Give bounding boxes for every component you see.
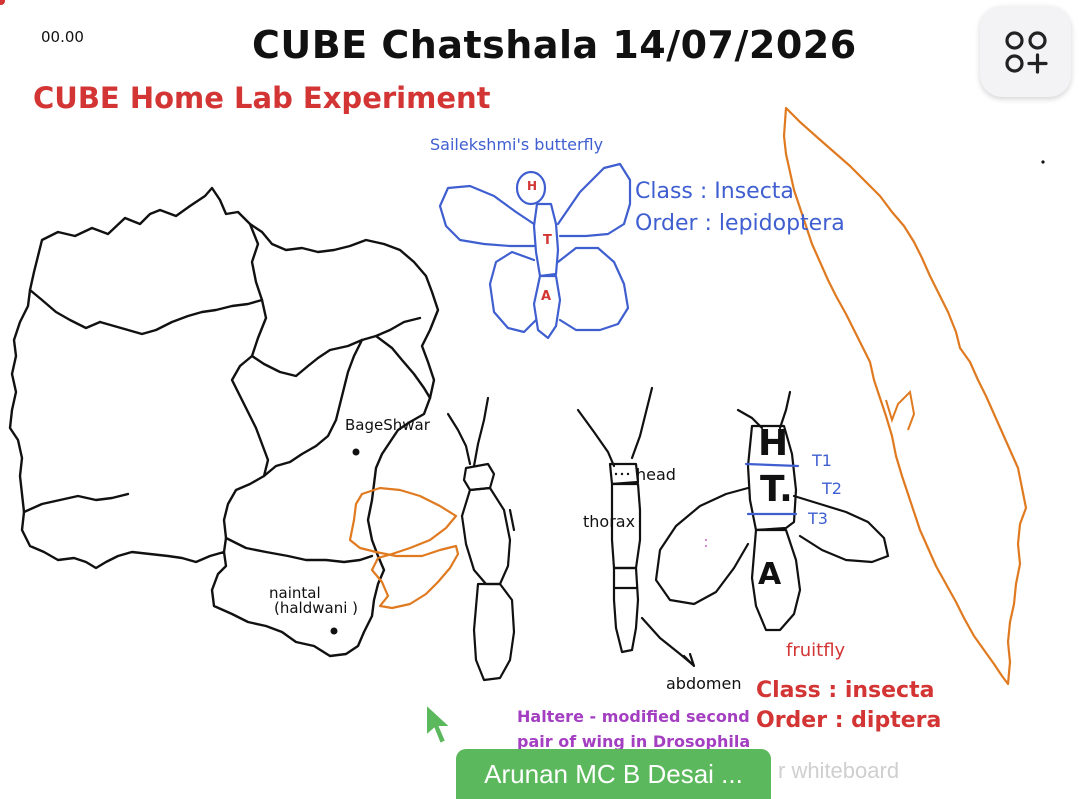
butterfly-caption: Sailekshmi's butterfly [430,135,604,154]
left-insect-abdomen [472,582,516,682]
map-inner-line-2 [98,298,264,336]
orange-map-region [348,486,460,610]
fruitfly-left-wing [654,486,750,606]
haltere-note-line1: Haltere - modified second [517,707,750,726]
center-insect-thorax [610,482,642,570]
butterfly-abdomen [532,274,562,340]
map-label-haldwani: (haldwani ) [274,599,358,617]
board-subtitle: CUBE Home Lab Experiment [33,81,491,115]
fruitfly-t2-label: T2 [822,479,842,498]
map-inner-line-6 [224,536,374,564]
pointer-cursor-icon [425,702,454,746]
butterfly-head [515,170,547,206]
map-inner-line-8 [28,288,102,330]
fruitfly-sketch [654,390,890,632]
map-label-naintal: naintal [269,584,321,602]
map-inner-line-7 [22,492,130,514]
map-inner-line-1 [248,222,422,378]
butterfly-right-upper-wing [556,162,632,238]
insect-head-label: head [636,465,676,484]
fruitfly-body [746,424,798,532]
fruitfly-class: Class : insecta [756,678,935,703]
butterfly-sketch [438,162,632,340]
butterfly-class: Class : Insecta [635,179,794,204]
map-inner-line-5 [374,334,432,400]
insect-thorax-label: thorax [583,512,636,531]
butterfly-thorax [532,202,560,278]
butterfly-abdomen-label: A [541,289,552,304]
fruitfly-thorax-letter: T. [760,469,793,510]
board-title: CUBE Chatshala 14/07/2026 [252,23,857,67]
butterfly-order: Order : lepidoptera [635,211,845,236]
butterfly-head-label: H [527,179,538,193]
insect-sketch-left [446,396,516,682]
map-dot-naintal [330,627,338,635]
center-insect-head [608,462,640,486]
fruitfly-t1-label: T1 [812,451,832,470]
fruitfly-order: Order : diptera [756,708,942,733]
map-inner-line-3 [222,354,270,554]
map-sketch [8,186,440,658]
butterfly-thorax-label: T [543,233,552,248]
fruitfly-segments [744,462,800,516]
butterfly-right-lower-wing [556,246,630,332]
red-ink-mark [0,0,5,5]
map-label-bageshwar: BageShwar [345,416,430,434]
small-dot [1041,160,1045,164]
fruitfly-label: fruitfly [786,640,846,661]
whiteboard-menu-button[interactable] [980,6,1071,97]
butterfly-left-lower-wing [488,250,538,334]
haltere-note-line2: pair of wing in Drosophila [517,732,751,751]
map-inner-line-4 [262,338,364,478]
fruitfly-t3-label: T3 [808,509,828,528]
active-speaker-tag[interactable]: Arunan MC B Desai ... [456,749,771,799]
map-dot-bageshwar [352,448,360,456]
session-timer: 00.00 [41,28,84,46]
left-insect-body [460,486,512,586]
fruitfly-right-wing [792,494,890,564]
fruitfly-abdomen [750,528,802,632]
fruitfly-head-letter: H [758,423,789,464]
center-insect-abdomen [612,566,640,654]
orange-inner-stroke [885,389,916,431]
map-outer-border [8,186,440,658]
butterfly-left-upper-wing [438,184,536,248]
speaker-name: Arunan MC B Desai ... [484,758,743,789]
grid-add-icon [1004,30,1048,74]
whiteboard-owner-label: r whiteboard [778,758,900,783]
left-insect-head [462,462,496,492]
insect-abdomen-label: abdomen [666,674,742,693]
insect-sketch-center [576,386,696,668]
orange-large-outline [782,106,1028,686]
fruitfly-abdomen-letter: A [758,557,782,592]
